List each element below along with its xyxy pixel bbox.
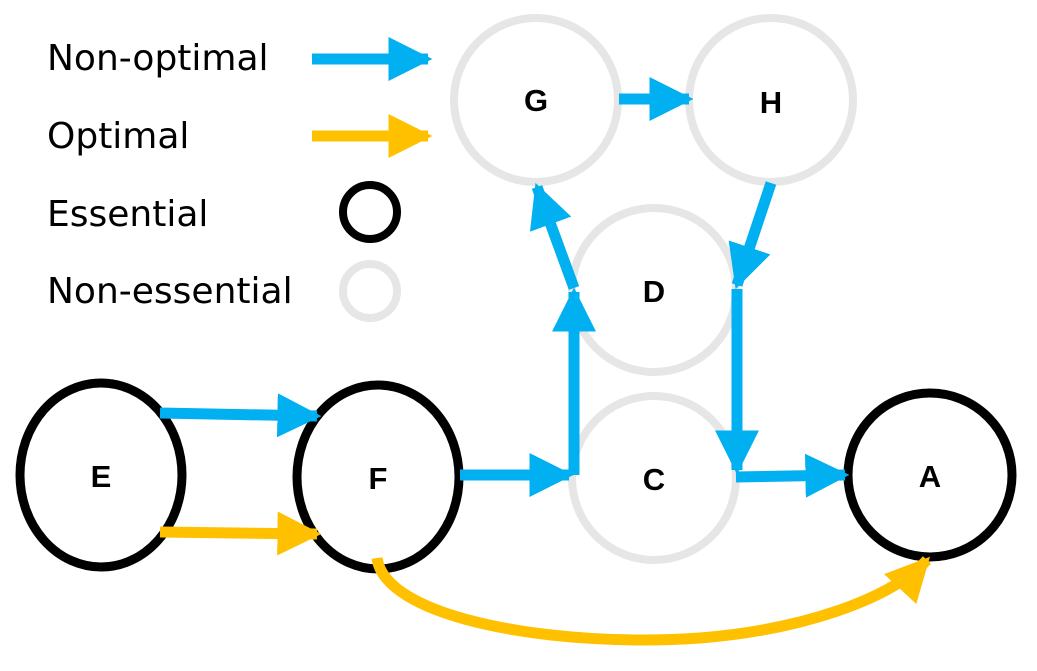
node-g-circle xyxy=(450,14,622,186)
node-g[interactable]: G xyxy=(450,14,622,186)
edge-e-f-optimal xyxy=(159,511,322,556)
edge-c-a-non-optimal xyxy=(735,453,850,498)
node-c-label: C xyxy=(643,462,665,497)
legend-optimal-label: Optimal xyxy=(47,116,189,157)
legend-non-essential-circle-icon xyxy=(339,260,401,322)
node-a-label: A xyxy=(919,459,941,494)
edge-d-g-non-optimal xyxy=(529,182,580,290)
legend-non-optimal-label: Non-optimal xyxy=(47,38,269,79)
edge-e-f-non-optimal xyxy=(159,393,322,438)
legend-non-essential-label: Non-essential xyxy=(47,271,293,312)
node-a[interactable]: A xyxy=(843,388,1017,562)
node-e[interactable]: E xyxy=(15,378,187,572)
legend-essential-label: Essential xyxy=(47,194,208,235)
node-h-label: H xyxy=(760,85,782,120)
node-d-label: D xyxy=(643,274,665,309)
node-g-label: G xyxy=(524,83,548,118)
node-f[interactable]: F xyxy=(292,380,464,574)
node-h[interactable]: H xyxy=(685,14,857,186)
node-c[interactable]: C xyxy=(568,392,740,564)
node-e-circle xyxy=(15,378,187,572)
edge-f-a-optimal xyxy=(371,556,932,646)
node-f-label: F xyxy=(369,461,388,496)
legend-essential-circle-icon xyxy=(339,181,401,243)
node-e-label: E xyxy=(91,459,112,494)
node-d[interactable]: D xyxy=(568,204,740,376)
edge-h-d-non-optimal xyxy=(728,181,777,290)
legend: Non-optimal Optimal Essential Non-essent… xyxy=(47,37,433,322)
